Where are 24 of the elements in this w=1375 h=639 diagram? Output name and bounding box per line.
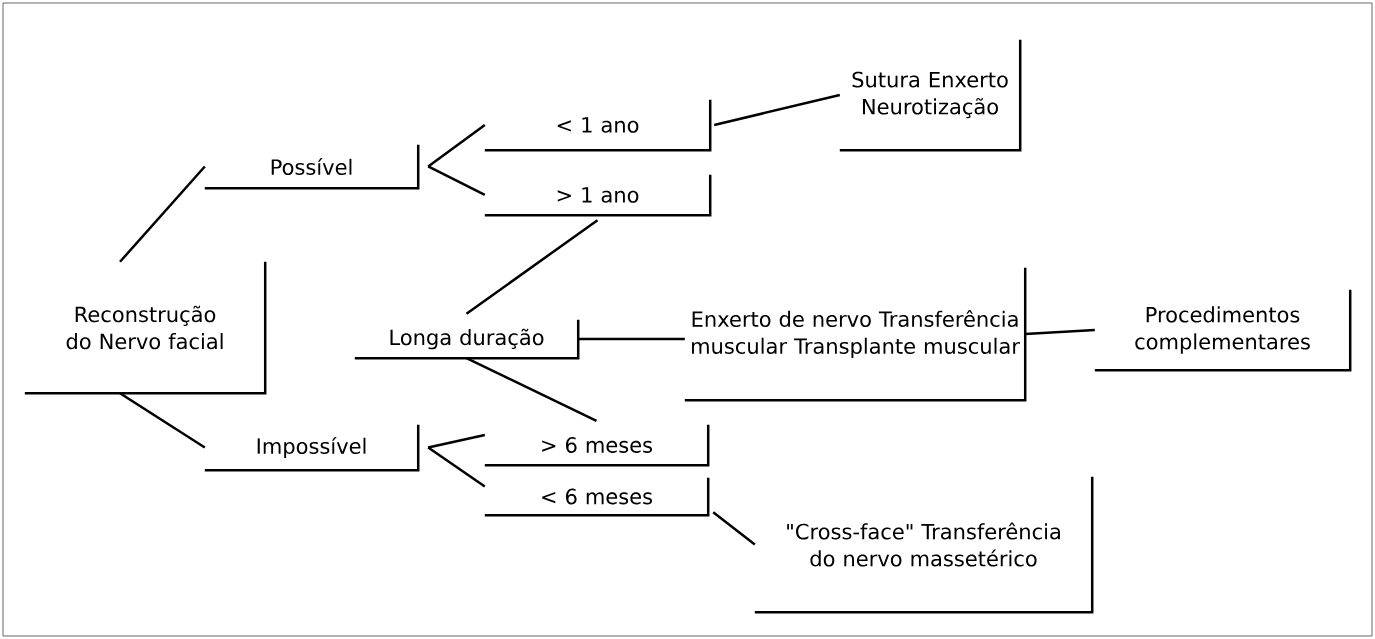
label-box: < 1 ano bbox=[484, 99, 712, 152]
label-box: < 6 meses bbox=[484, 477, 710, 517]
connector-line bbox=[713, 93, 841, 127]
connector-line bbox=[578, 337, 685, 341]
connector-line bbox=[119, 392, 206, 449]
connector-line bbox=[427, 446, 486, 488]
connector-line bbox=[1025, 328, 1095, 336]
label-box: Impossível bbox=[204, 424, 420, 472]
label-box: "Cross-face" Transferência do nervo massetérico bbox=[754, 476, 1094, 614]
label-box: Procedimentos complementares bbox=[1094, 289, 1352, 372]
connector-line bbox=[427, 124, 486, 168]
label-box: > 6 meses bbox=[484, 424, 710, 467]
label-box: > 1 ano bbox=[484, 174, 712, 217]
connector-line bbox=[427, 165, 486, 197]
label-box: Possível bbox=[204, 144, 420, 190]
label-box: Sutura Enxerto Neurotização bbox=[839, 39, 1022, 152]
connector-line bbox=[465, 219, 599, 315]
connector-line bbox=[119, 165, 206, 263]
label-box: Longa duração bbox=[354, 319, 580, 360]
label-box: Reconstrução do Nervo facial bbox=[24, 261, 267, 395]
label-box: Enxerto de nervo Transferência muscular Transplante muscular bbox=[684, 267, 1027, 402]
connector-line bbox=[465, 357, 598, 422]
connector-line bbox=[427, 433, 486, 449]
connector-line bbox=[712, 511, 756, 546]
